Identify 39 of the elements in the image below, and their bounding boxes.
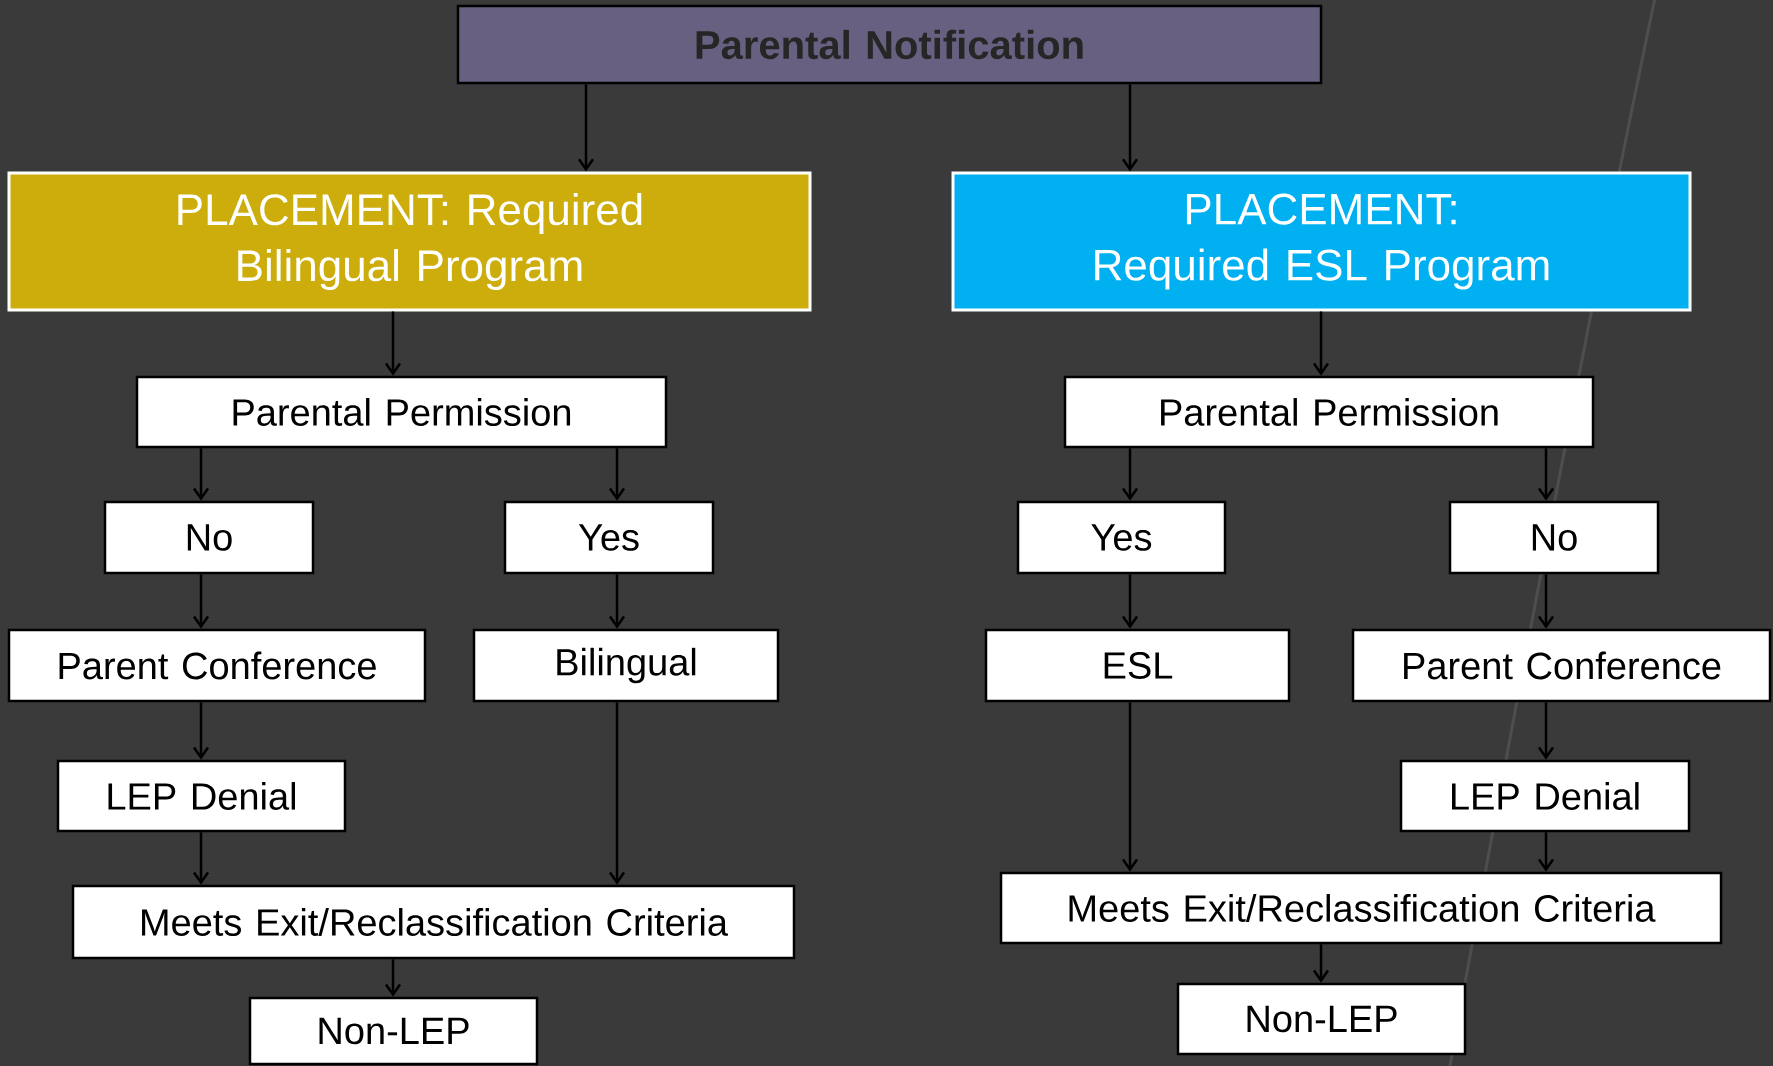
- process-box: Non-LEP: [1176, 982, 1467, 1056]
- arrow: [1538, 702, 1555, 760]
- arrow: [1122, 84, 1139, 172]
- process-box: Parental Permission: [135, 375, 668, 449]
- arrow: [1122, 702, 1139, 872]
- process-box: No: [103, 500, 315, 575]
- placement-box: PLACEMENT: Required Bilingual Program: [7, 171, 812, 312]
- arrow: [1122, 448, 1139, 501]
- arrow: [192, 702, 210, 760]
- arrow: [192, 832, 210, 885]
- arrow: [384, 311, 402, 376]
- arrow: [1538, 448, 1555, 501]
- arrow: [192, 574, 210, 629]
- arrow: [384, 959, 402, 997]
- process-box: No: [1448, 500, 1660, 575]
- arrow: [1313, 311, 1330, 376]
- process-box: LEP Denial: [1399, 759, 1691, 833]
- process-box: Parent Conference: [1351, 628, 1772, 703]
- arrow: [609, 702, 626, 885]
- process-box: Yes: [1016, 500, 1227, 575]
- process-box: Bilingual: [472, 628, 780, 703]
- arrow: [1538, 574, 1555, 629]
- arrow: [609, 448, 626, 501]
- process-box: Meets Exit/Reclassification Criteria: [999, 871, 1723, 945]
- arrow: [1538, 832, 1555, 872]
- process-box: Yes: [503, 500, 715, 575]
- arrow: [1122, 574, 1139, 629]
- placement-box: PLACEMENT: Required ESL Program: [951, 171, 1692, 312]
- process-box: Meets Exit/Reclassification Criteria: [71, 884, 796, 960]
- arrow: [192, 448, 210, 501]
- process-box: Parent Conference: [7, 628, 427, 703]
- arrow: [1313, 944, 1330, 983]
- process-box: Non-LEP: [248, 996, 539, 1066]
- header-box: Parental Notification: [456, 4, 1323, 85]
- process-box: Parental Permission: [1063, 375, 1595, 449]
- process-box: LEP Denial: [56, 759, 347, 833]
- arrow: [578, 84, 595, 172]
- arrow: [609, 574, 626, 629]
- process-box: ESL: [984, 628, 1291, 703]
